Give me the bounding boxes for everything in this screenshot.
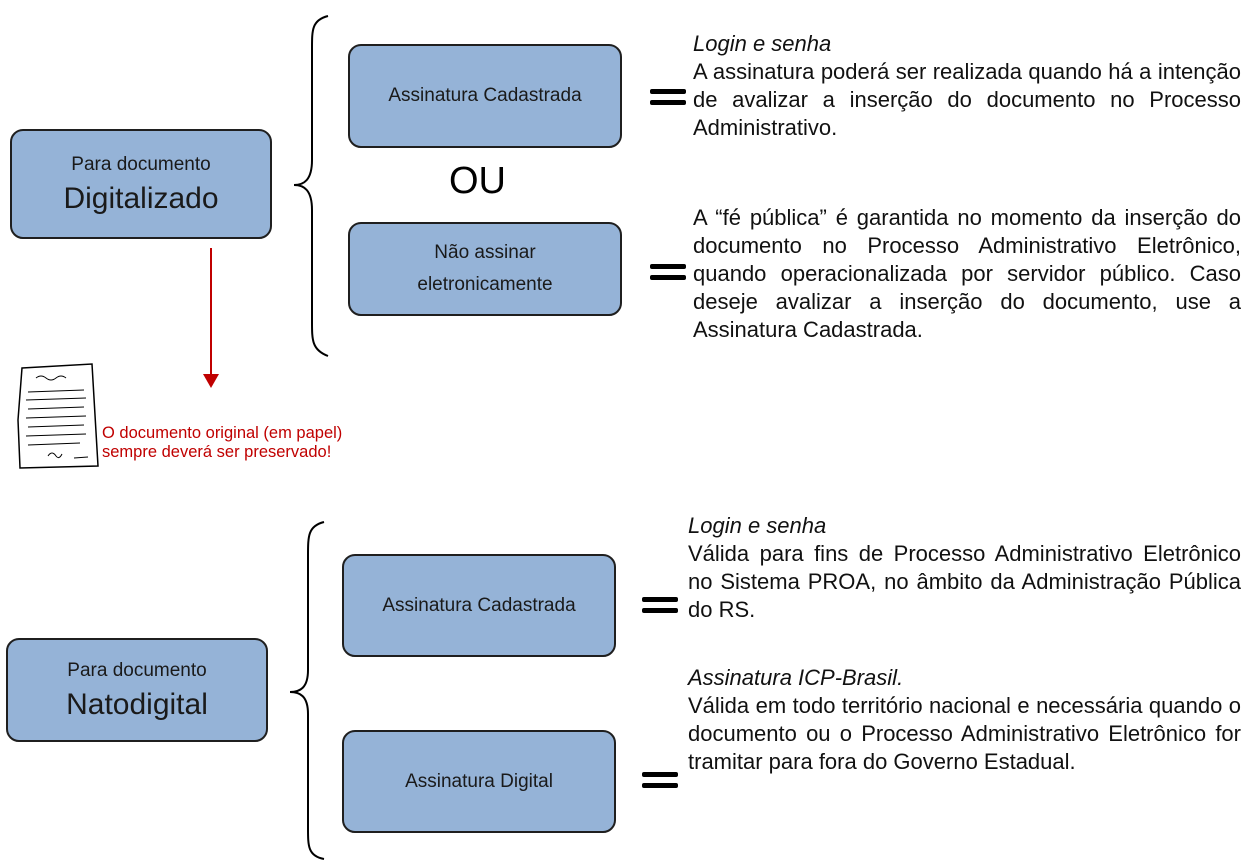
option-label: Assinatura Digital <box>405 770 553 792</box>
main-box-natodigital: Para documento Natodigital <box>6 638 268 742</box>
description-nao-assinar: A “fé pública” é garantida no momento da… <box>693 204 1241 344</box>
note-line-1: O documento original (em papel) <box>102 424 343 442</box>
preservation-note: O documento original (em papel) sempre d… <box>102 424 342 462</box>
main-box-title: Digitalizado <box>63 181 219 215</box>
option-box-assinatura-digital: Assinatura Digital <box>342 730 616 833</box>
main-box-digitalizado: Para documento Digitalizado <box>10 129 272 239</box>
document-paper-icon <box>17 363 99 469</box>
main-box-subtitle: Para documento <box>71 153 211 175</box>
equals-icon <box>642 595 678 615</box>
description-text: Válida em todo território nacional e nec… <box>688 693 1241 774</box>
description-text: Válida para fins de Processo Administrat… <box>688 541 1241 622</box>
option-box-assinatura-cadastrada: Assinatura Cadastrada <box>348 44 622 148</box>
description-assinatura-cadastrada-2: Login e senha Válida para fins de Proces… <box>688 512 1241 624</box>
option-label: Não assinar eletronicamente <box>417 242 553 295</box>
description-heading: Login e senha <box>693 31 832 56</box>
note-line-2: sempre deverá ser preservado! <box>102 443 332 461</box>
main-box-title: Natodigital <box>66 687 208 721</box>
option-label: Assinatura Cadastrada <box>382 594 576 616</box>
description-assinatura-digital: Assinatura ICP-Brasil. Válida em todo te… <box>688 664 1241 776</box>
option-box-nao-assinar: Não assinar eletronicamente <box>348 222 622 316</box>
description-text: A assinatura poderá ser realizada quando… <box>693 59 1241 140</box>
curly-brace-top <box>293 15 329 357</box>
curly-brace-bottom <box>289 521 325 860</box>
equals-icon <box>650 262 686 282</box>
option-box-assinatura-cadastrada-2: Assinatura Cadastrada <box>342 554 616 657</box>
description-heading: Login e senha <box>688 513 827 538</box>
equals-icon <box>642 770 678 790</box>
down-arrow-icon <box>203 248 219 388</box>
equals-icon <box>650 87 686 107</box>
description-assinatura-cadastrada: Login e senha A assinatura poderá ser re… <box>693 30 1241 142</box>
main-box-subtitle: Para documento <box>67 659 207 681</box>
description-text: A “fé pública” é garantida no momento da… <box>693 205 1241 342</box>
option-label: Assinatura Cadastrada <box>388 85 582 106</box>
separator-ou: OU <box>449 160 506 202</box>
description-heading: Assinatura ICP-Brasil. <box>688 665 904 690</box>
